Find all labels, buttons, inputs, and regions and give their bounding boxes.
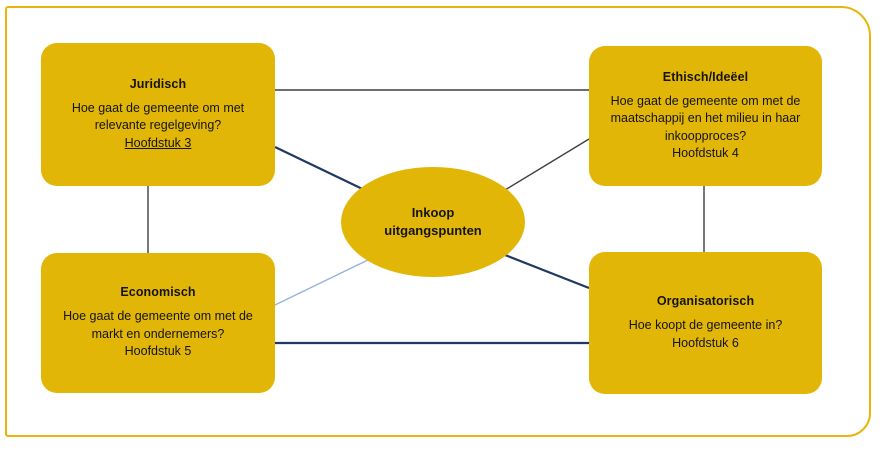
node-organisatorisch-chapter: Hoofdstuk 6	[672, 335, 739, 350]
center-ellipse: Inkoop uitgangspunten	[341, 167, 525, 277]
node-juridisch-body: Hoe gaat de gemeente om met relevante re…	[71, 100, 245, 133]
outer-frame-border	[5, 6, 871, 437]
node-juridisch: Juridisch Hoe gaat de gemeente om met re…	[41, 43, 275, 186]
node-ethisch-body: Hoe gaat de gemeente om met de maatschap…	[610, 93, 801, 143]
node-organisatorisch-title: Organisatorisch	[656, 294, 755, 308]
node-economisch-body: Hoe gaat de gemeente om met de markt en …	[63, 309, 253, 341]
node-ethisch-title: Ethisch/Ideëel	[662, 69, 749, 84]
node-organisatorisch: Organisatorisch Hoe koopt de gemeente in…	[589, 252, 822, 394]
center-ellipse-label: Inkoop uitgangspunten	[384, 205, 482, 238]
node-organisatorisch-body: Hoe koopt de gemeente in?	[628, 318, 783, 332]
node-juridisch-chapter-link[interactable]: Hoofdstuk 3	[124, 135, 192, 150]
node-economisch: Economisch Hoe gaat de gemeente om met d…	[41, 253, 275, 393]
node-juridisch-title: Juridisch	[129, 76, 187, 91]
node-economisch-chapter: Hoofdstuk 5	[124, 344, 192, 359]
node-economisch-title: Economisch	[120, 285, 196, 300]
node-ethisch: Ethisch/Ideëel Hoe gaat de gemeente om m…	[589, 46, 822, 186]
node-ethisch-chapter: Hoofdstuk 4	[672, 146, 739, 160]
